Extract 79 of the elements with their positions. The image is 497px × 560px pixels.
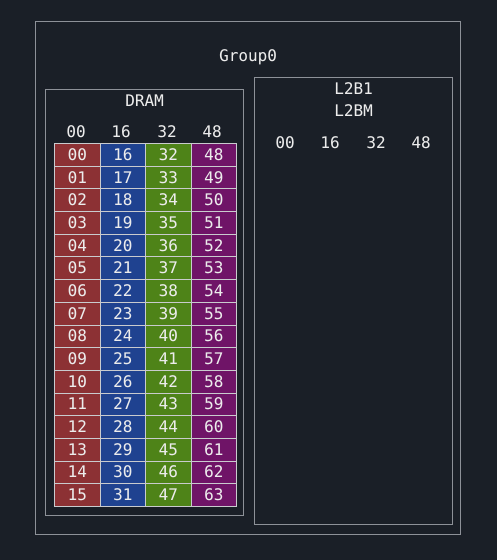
address-cell: 63 [192, 484, 236, 506]
address-cell: 42 [146, 370, 190, 393]
address-cell: 22 [100, 280, 145, 302]
address-cell: 26 [100, 370, 145, 393]
address-cell: 56 [192, 326, 236, 348]
address-cell: 11 [55, 394, 100, 416]
address-cell: 08 [55, 326, 100, 348]
address-cell: 59 [192, 394, 236, 416]
address-cell: 62 [192, 462, 236, 484]
address-cell: 15 [55, 484, 100, 506]
address-cell: 37 [146, 257, 190, 280]
address-cell: 48 [192, 144, 236, 166]
address-cell: 44 [146, 416, 190, 438]
address-cell: 43 [146, 394, 190, 416]
address-cell: 31 [100, 484, 145, 506]
address-cell: 27 [100, 394, 145, 416]
address-cell: 34 [146, 189, 190, 212]
memory-title: L2B1 [334, 80, 373, 98]
column-header: 32 [157, 123, 177, 141]
address-cell: 61 [192, 438, 236, 461]
address-cell: 51 [192, 212, 236, 234]
address-cell: 01 [55, 166, 100, 188]
memory-box [254, 77, 453, 525]
address-cell: 35 [146, 212, 190, 234]
address-cell: 12 [55, 416, 100, 438]
address-cell: 13 [55, 438, 100, 461]
address-cell: 57 [192, 348, 236, 370]
address-cell: 50 [192, 189, 236, 212]
address-cell: 03 [55, 212, 100, 234]
address-cell: 25 [100, 348, 145, 370]
address-cell: 04 [55, 234, 100, 256]
memory-title: DRAM [125, 92, 164, 110]
address-cell: 02 [55, 189, 100, 212]
address-cell: 28 [100, 416, 145, 438]
address-cell: 29 [100, 438, 145, 461]
column-header: 00 [66, 123, 86, 141]
address-cell: 14 [55, 462, 100, 484]
address-cell: 41 [146, 348, 190, 370]
column-header: 48 [202, 123, 222, 141]
address-cell: 40 [146, 326, 190, 348]
address-cell: 45 [146, 438, 190, 461]
column-header: 32 [366, 134, 386, 152]
address-cell: 10 [55, 370, 100, 393]
address-cell: 46 [146, 462, 190, 484]
address-cell: 09 [55, 348, 100, 370]
address-cell: 58 [192, 370, 236, 393]
address-cell: 23 [100, 302, 145, 324]
address-cell: 30 [100, 462, 145, 484]
address-cell: 47 [146, 484, 190, 506]
address-cell: 19 [100, 212, 145, 234]
address-cell: 54 [192, 280, 236, 302]
column-header: 00 [275, 134, 295, 152]
address-cell: 36 [146, 234, 190, 256]
address-cell: 05 [55, 257, 100, 280]
group-box [35, 21, 461, 535]
address-cell: 21 [100, 257, 145, 280]
address-cell: 49 [192, 166, 236, 188]
address-cell: 52 [192, 234, 236, 256]
address-cell: 18 [100, 189, 145, 212]
address-cell: 32 [146, 144, 190, 166]
address-cell: 38 [146, 280, 190, 302]
address-cell: 39 [146, 302, 190, 324]
column-header: 48 [411, 134, 431, 152]
address-cell: 07 [55, 302, 100, 324]
address-cell: 20 [100, 234, 145, 256]
memory-box [45, 89, 244, 516]
address-cell: 00 [55, 144, 100, 166]
group-title: Group0 [219, 47, 277, 65]
column-header: 16 [320, 134, 340, 152]
address-cell: 16 [100, 144, 145, 166]
address-cell: 17 [100, 166, 145, 188]
address-cell: 24 [100, 326, 145, 348]
address-cell: 53 [192, 257, 236, 280]
address-cell: 06 [55, 280, 100, 302]
memory-subtitle: L2BM [334, 102, 373, 120]
column-header: 16 [111, 123, 131, 141]
address-cell: 55 [192, 302, 236, 324]
address-cell: 33 [146, 166, 190, 188]
address-cell: 60 [192, 416, 236, 438]
